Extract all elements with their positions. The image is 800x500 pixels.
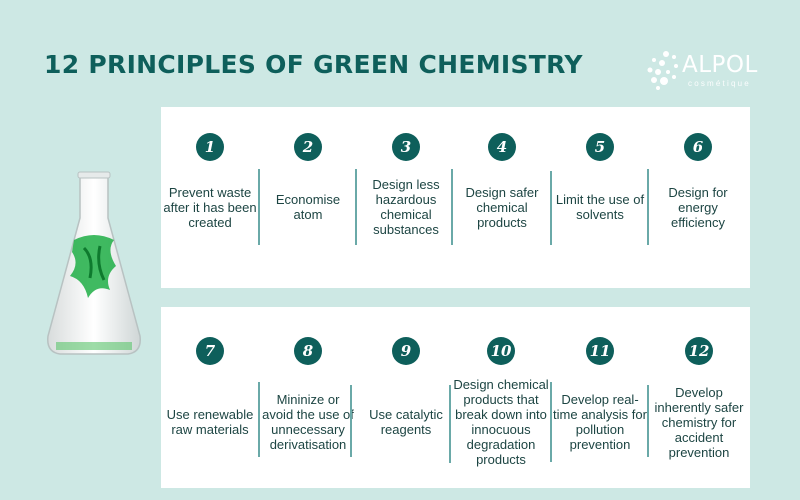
principle-text: Design safer chemical products	[465, 184, 539, 230]
principle-8: 8 Mininize or avoid the use of unnecessa…	[259, 307, 357, 488]
number-badge: 10	[487, 337, 515, 365]
principle-text: Use catalytic reagents	[369, 407, 443, 437]
divider	[350, 385, 352, 457]
number-badge: 2	[294, 133, 322, 161]
number-badge: 7	[196, 337, 224, 365]
divider	[355, 169, 357, 245]
number-badge: 12	[685, 337, 713, 365]
principle-2: 2 Economise atom	[259, 107, 357, 288]
flask-image	[47, 171, 141, 355]
principle-7: 7 Use renewable raw materials	[161, 307, 259, 488]
number-badge: 1	[196, 133, 224, 161]
number-badge: 8	[294, 337, 322, 365]
logo-tagline: cosmétique	[688, 79, 751, 88]
principle-text: Use renewable raw materials	[166, 407, 254, 437]
principle-6: 6 Design for energy efficiency	[649, 107, 747, 288]
divider	[647, 385, 649, 457]
principle-5: 5 Limit the use of solvents	[551, 107, 649, 288]
principle-text: Design less hazardous chemical substance…	[372, 177, 440, 237]
principle-3: 3 Design less hazardous chemical substan…	[357, 107, 455, 288]
number-badge: 4	[488, 133, 516, 161]
principle-text: Economise atom	[275, 192, 341, 222]
divider	[647, 169, 649, 245]
divider	[451, 169, 453, 245]
divider	[550, 382, 552, 462]
divider	[258, 382, 260, 457]
principle-text: Design chemical products that break down…	[453, 377, 549, 467]
principle-9: 9 Use catalytic reagents	[357, 307, 455, 488]
bubbles-icon	[647, 51, 678, 90]
number-badge: 6	[684, 133, 712, 161]
principle-11: 11 Develop real-time analysis for pollut…	[551, 307, 649, 488]
principle-text: Mininize or avoid the use of unnecessary…	[262, 392, 354, 452]
page-title: 12 PRINCIPLES OF GREEN CHEMISTRY	[44, 50, 583, 79]
principle-text: Design for energy efficiency	[668, 184, 728, 230]
logo-name: ALPOL	[682, 52, 758, 78]
principle-text: Prevent waste after it has been created	[163, 184, 257, 230]
principle-10: 10 Design chemical products that break d…	[449, 307, 553, 488]
divider	[258, 169, 260, 245]
alpol-logo: ALPOL cosmétique	[646, 48, 766, 94]
principle-1: 1 Prevent waste after it has been create…	[161, 107, 259, 288]
principle-12: 12 Develop inherently safer chemistry fo…	[649, 307, 749, 488]
principle-text: Develop real-time analysis for pollution…	[553, 392, 647, 452]
principles-panel-top: 1 Prevent waste after it has been create…	[161, 107, 750, 288]
number-badge: 11	[586, 337, 614, 365]
divider	[550, 171, 552, 245]
principles-panel-bottom: 7 Use renewable raw materials 8 Mininize…	[161, 307, 750, 488]
principle-4: 4 Design safer chemical products	[453, 107, 551, 288]
number-badge: 5	[586, 133, 614, 161]
number-badge: 9	[392, 337, 420, 365]
principle-text: Limit the use of solvents	[555, 192, 645, 222]
number-badge: 3	[392, 133, 420, 161]
divider	[449, 385, 451, 463]
principle-text: Develop inherently safer chemistry for a…	[654, 384, 744, 460]
